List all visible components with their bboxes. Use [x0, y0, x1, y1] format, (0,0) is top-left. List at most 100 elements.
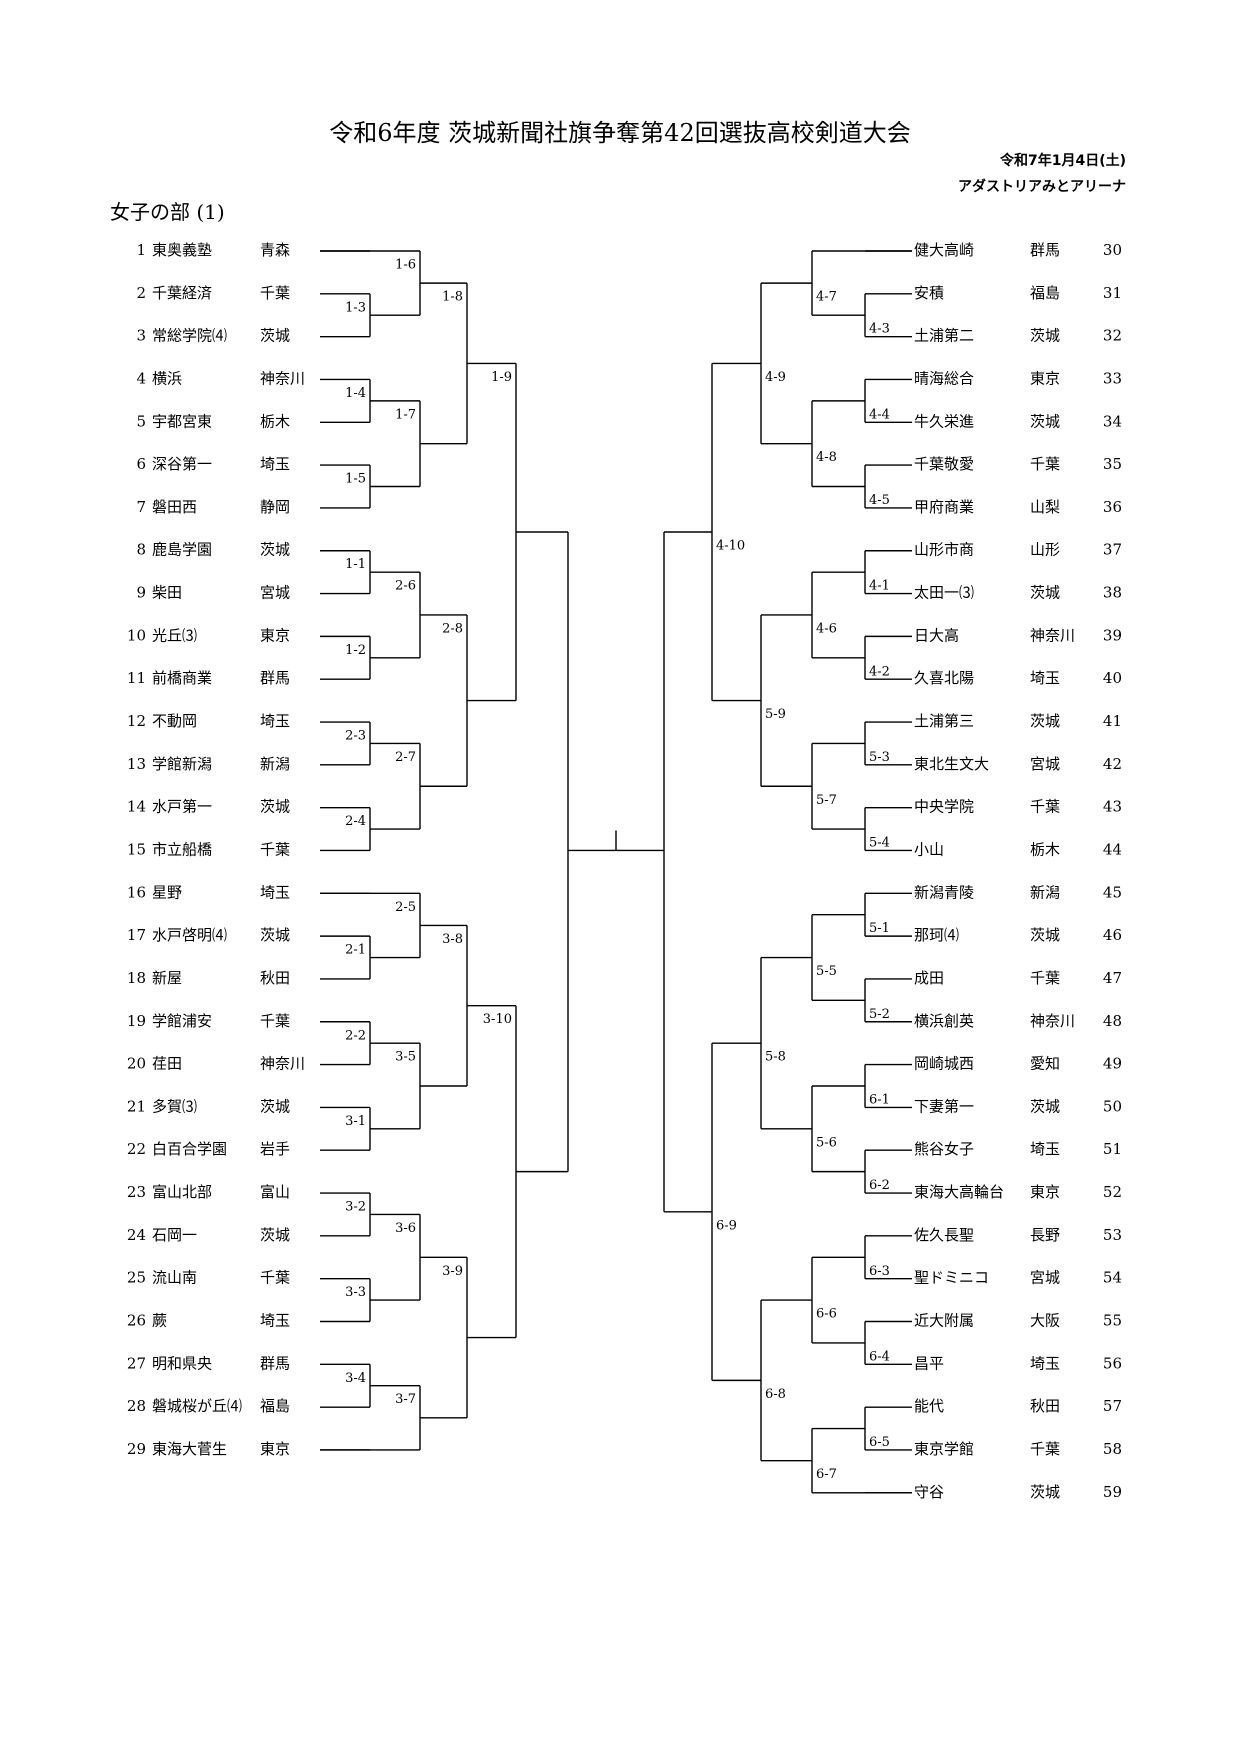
team-prefecture: 埼玉	[1030, 1354, 1060, 1372]
team-prefecture: 千葉	[1030, 455, 1060, 473]
team-number: 45	[1103, 883, 1122, 901]
team-name: 那珂⑷	[914, 926, 959, 944]
team-prefecture: 茨城	[260, 541, 290, 559]
team-number: 8	[136, 541, 146, 559]
team-prefecture: 福島	[1030, 284, 1060, 302]
match-number: 5-3	[869, 750, 890, 765]
team-number: 31	[1103, 284, 1122, 302]
match-number: 2-7	[395, 750, 416, 765]
team-number: 33	[1103, 369, 1122, 387]
match-number: 3-9	[442, 1264, 463, 1279]
team-prefecture: 千葉	[1030, 798, 1060, 816]
team-number: 17	[127, 926, 146, 944]
team-name: 東海大菅生	[152, 1440, 227, 1458]
team-number: 11	[127, 669, 146, 687]
team-name: 横浜創英	[914, 1012, 974, 1030]
team-name: 土浦第二	[914, 327, 974, 345]
team-name: 不動岡	[152, 712, 197, 730]
team-prefecture: 茨城	[1030, 926, 1060, 944]
match-number: 3-4	[345, 1371, 366, 1386]
match-number: 1-4	[345, 386, 366, 401]
match-number: 1-3	[345, 300, 366, 315]
team-name: 水戸第一	[152, 798, 212, 816]
match-number: 5-7	[816, 793, 837, 808]
team-prefecture: 東京	[1030, 1183, 1060, 1201]
team-number: 57	[1103, 1397, 1122, 1415]
match-number: 5-5	[816, 964, 837, 979]
match-number: 2-8	[442, 621, 463, 636]
team-prefecture: 宮城	[1030, 1269, 1060, 1287]
team-number: 29	[127, 1440, 146, 1458]
match-number: 3-8	[442, 932, 463, 947]
match-number: 3-5	[395, 1050, 416, 1065]
match-number: 6-7	[816, 1467, 837, 1482]
team-number: 56	[1103, 1354, 1122, 1372]
team-prefecture: 茨城	[1030, 584, 1060, 602]
team-name: 深谷第一	[152, 455, 212, 473]
team-name: 石岡一	[152, 1226, 197, 1244]
match-number: 6-4	[869, 1349, 890, 1364]
team-number: 27	[127, 1354, 146, 1372]
team-number: 37	[1103, 541, 1122, 559]
team-prefecture: 福島	[260, 1397, 290, 1415]
match-number: 6-5	[869, 1435, 890, 1450]
team-number: 44	[1103, 840, 1122, 858]
team-name: 東京学館	[914, 1440, 974, 1458]
team-name: 佐久長聖	[914, 1226, 974, 1244]
match-number: 4-1	[869, 579, 890, 594]
match-number: 6-2	[869, 1178, 890, 1193]
team-number: 24	[127, 1226, 146, 1244]
team-name: 流山南	[152, 1269, 197, 1287]
team-name: 宇都宮東	[152, 412, 212, 430]
team-name: 富山北部	[152, 1183, 212, 1201]
team-number: 34	[1103, 412, 1122, 430]
match-number: 2-2	[345, 1028, 366, 1043]
match-number: 4-2	[869, 664, 890, 679]
team-prefecture: 栃木	[1030, 840, 1060, 858]
team-number: 40	[1103, 669, 1122, 687]
match-number: 2-3	[345, 729, 366, 744]
match-number: 1-6	[395, 258, 416, 273]
event-date: 令和7年1月4日(土)	[999, 153, 1126, 169]
team-prefecture: 神奈川	[1030, 1012, 1075, 1030]
team-name: 能代	[914, 1397, 944, 1415]
match-number: 5-1	[869, 921, 890, 936]
team-prefecture: 茨城	[260, 926, 290, 944]
team-name: 千葉敬愛	[914, 455, 974, 473]
team-prefecture: 山梨	[1030, 498, 1060, 516]
match-number: 5-8	[765, 1050, 786, 1065]
match-number: 6-9	[716, 1218, 737, 1233]
team-prefecture: 埼玉	[1030, 1140, 1060, 1158]
team-number: 13	[127, 755, 146, 773]
team-name: 東北生文大	[914, 755, 989, 773]
team-name: 東奥義塾	[152, 241, 212, 259]
team-name: 久喜北陽	[914, 669, 974, 687]
team-number: 46	[1103, 926, 1122, 944]
team-prefecture: 群馬	[1030, 241, 1060, 259]
team-prefecture: 茨城	[1030, 712, 1060, 730]
team-prefecture: 茨城	[260, 1097, 290, 1115]
team-name: 新屋	[152, 969, 182, 987]
match-number: 4-5	[869, 493, 890, 508]
team-prefecture: 群馬	[260, 1354, 290, 1372]
team-number: 3	[136, 327, 146, 345]
match-number: 2-1	[345, 943, 366, 958]
team-name: 熊谷女子	[914, 1140, 974, 1158]
team-prefecture: 栃木	[260, 412, 290, 430]
team-name: 市立船橋	[152, 840, 212, 858]
match-number: 4-9	[765, 370, 786, 385]
team-name: 中央学院	[914, 798, 974, 816]
team-prefecture: 千葉	[1030, 1440, 1060, 1458]
team-number: 9	[136, 584, 146, 602]
team-prefecture: 静岡	[260, 498, 290, 516]
match-number: 3-6	[395, 1221, 416, 1236]
team-number: 20	[127, 1055, 146, 1073]
team-name: 千葉経済	[152, 284, 212, 302]
team-prefecture: 富山	[260, 1183, 290, 1201]
match-number: 2-5	[395, 900, 416, 915]
team-prefecture: 千葉	[260, 1269, 290, 1287]
match-number: 3-3	[345, 1285, 366, 1300]
team-name: 磐城桜が丘⑷	[152, 1397, 242, 1415]
team-name: 星野	[152, 883, 182, 901]
match-number: 4-10	[716, 539, 745, 554]
